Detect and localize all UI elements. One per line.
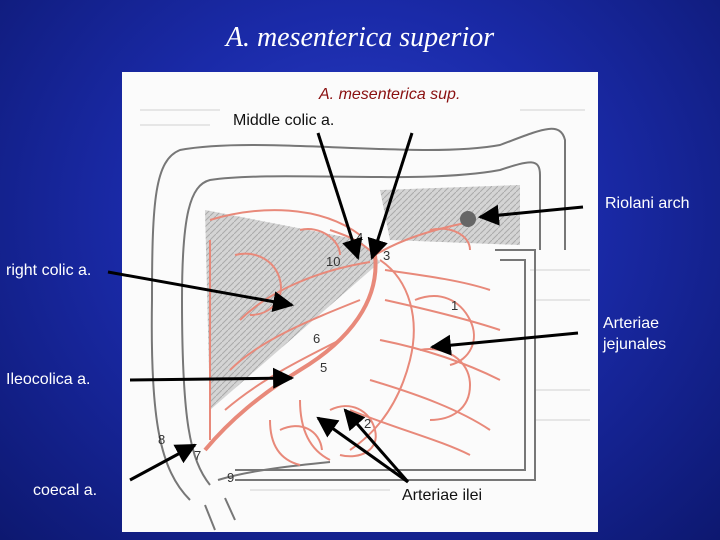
figure-number-2: 2 [364,416,371,431]
arrow-arteriae-jejunales [432,333,578,347]
figure-number-5: 5 [320,360,327,375]
figure-number-4: 4 [356,230,363,245]
label-middle-colic: Middle colic a. [233,112,334,130]
figure-number-9: 9 [227,470,234,485]
label-right-colic: right colic a. [6,262,91,280]
label-riolani-arch: Riolani arch [605,195,689,213]
label-a-mesenterica-sup: A. mesenterica sup. [319,86,460,104]
label-coecal: coecal a. [33,482,97,500]
label-ileocolica: Ileocolica a. [6,371,91,389]
arrow-arteriae-ilei-2 [318,418,408,482]
label-arteriae-jejunales-line1: Arteriae [603,315,659,333]
figure-number-7: 7 [194,448,201,463]
label-arteriae-jejunales-line2: jejunales [603,336,666,354]
figure-number-8: 8 [158,432,165,447]
figure-number-1: 1 [451,298,458,313]
label-arteriae-ilei: Arteriae ilei [402,487,482,505]
arrow-ileocolica [130,378,292,380]
figure-number-3: 3 [383,248,390,263]
figure-number-6: 6 [313,331,320,346]
figure-number-10: 10 [326,254,340,269]
riolani-arch-marker [460,211,476,227]
